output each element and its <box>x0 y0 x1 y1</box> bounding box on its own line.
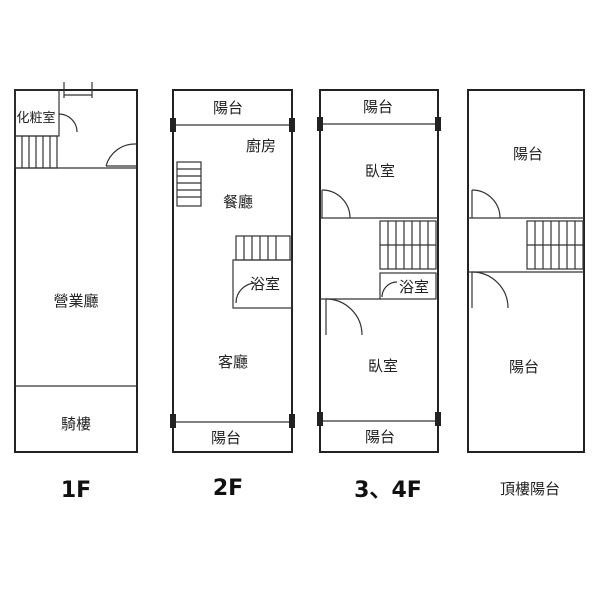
floor-3-4f-bathroom-wall <box>379 272 437 300</box>
room-3-4f-balcony-bottom: 陽台 <box>365 428 395 446</box>
floor-2f-stair-upper <box>176 161 202 207</box>
room-3-4f-bedroom-top: 臥室 <box>365 162 395 180</box>
room-2f-dining: 餐廳 <box>223 193 253 211</box>
floor-3-4f: 陽台 臥室 浴室 臥室 陽台 3、4F <box>317 89 441 503</box>
room-3-4f-balcony-top: 陽台 <box>363 98 393 116</box>
room-3-4f-bathroom: 浴室 <box>399 278 429 296</box>
floor-2f: 陽台 廚房 餐廳 浴室 客廳 陽台 2F <box>170 89 295 501</box>
room-arcade: 騎樓 <box>61 415 91 433</box>
powder-room-door <box>58 113 78 133</box>
floor-label-1f: 1F <box>61 478 91 503</box>
floor-3-4f-bathroom-door <box>381 281 398 298</box>
floor-roof-outline <box>467 89 585 453</box>
room-2f-bathroom: 浴室 <box>250 275 280 293</box>
floor-1f: 化粧室 營業廳 騎樓 1F <box>14 82 138 503</box>
floor-label-roof: 頂樓陽台 <box>500 480 560 498</box>
room-2f-balcony-bottom: 陽台 <box>211 429 241 447</box>
room-roof-balcony-bottom: 陽台 <box>509 358 539 376</box>
room-shop-hall: 營業廳 <box>53 292 98 310</box>
floor-2f-bathroom-wall <box>232 259 293 309</box>
floor-roof: 陽台 陽台 頂樓陽台 <box>467 89 585 498</box>
room-2f-kitchen: 廚房 <box>246 137 276 155</box>
room-2f-balcony-top: 陽台 <box>213 99 243 117</box>
floor-3-4f-bedroom-bottom-door <box>325 298 363 336</box>
floor-3-4f-bedroom-top-door <box>321 189 351 219</box>
room-roof-balcony-top: 陽台 <box>513 145 543 163</box>
floor-1f-door <box>105 143 137 167</box>
floor-label-3-4f: 3、4F <box>354 478 422 503</box>
floor-label-2f: 2F <box>213 476 243 501</box>
floor-1f-outline <box>14 89 138 453</box>
room-3-4f-bedroom-bottom: 臥室 <box>368 357 398 375</box>
floor-roof-door-top <box>471 189 501 219</box>
floor-roof-door-bottom <box>471 271 509 309</box>
room-2f-living: 客廳 <box>218 353 248 371</box>
floor-3-4f-outline <box>319 89 439 453</box>
floor-2f-bathroom-door <box>235 282 257 304</box>
room-powder-room: 化粧室 <box>16 110 55 126</box>
